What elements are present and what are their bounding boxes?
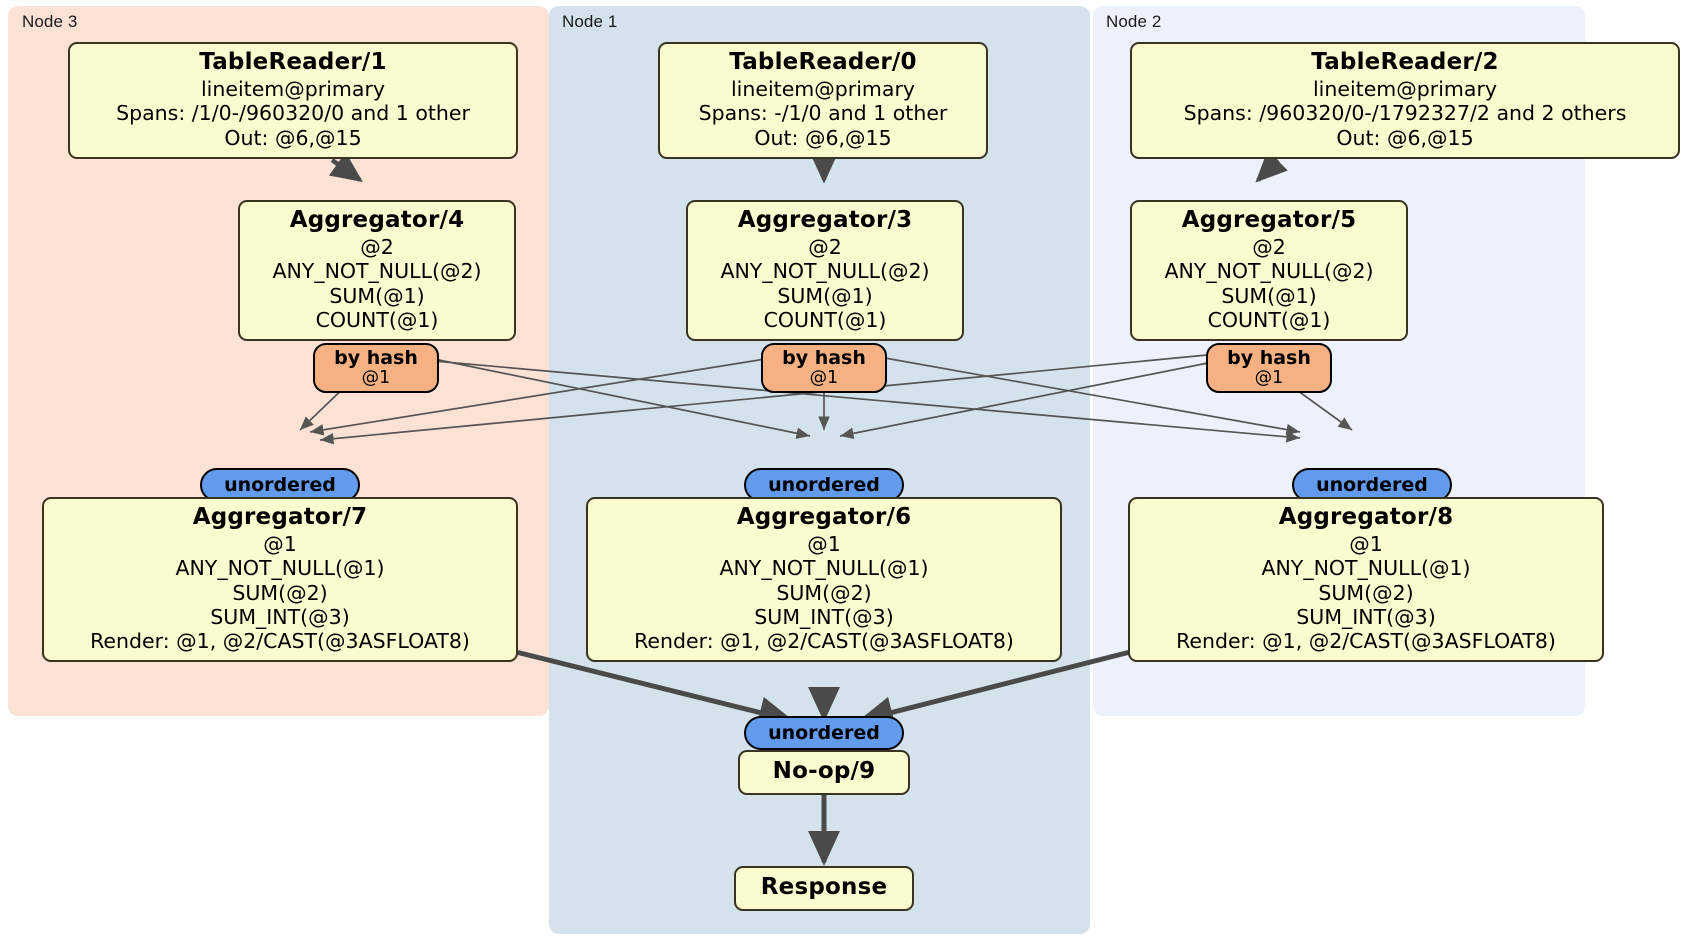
panel-label-node3: Node 3 (22, 12, 78, 31)
processor-line: COUNT(@1) (763, 307, 887, 332)
processor-line: lineitem@primary (730, 77, 916, 102)
processor-aggregator-6[interactable]: Aggregator/6 @1 ANY_NOT_NULL(@1) SUM(@2)… (586, 497, 1062, 663)
processor-line: @2 (360, 235, 394, 260)
processor-title: TableReader/1 (199, 49, 387, 75)
processor-line: ANY_NOT_NULL(@1) (719, 556, 929, 581)
processor-line: @1 (1349, 532, 1383, 557)
processor-tablereader-1[interactable]: TableReader/1 lineitem@primary Spans: /1… (68, 42, 518, 159)
processor-line: SUM_INT(@3) (754, 604, 894, 629)
processor-line: Render: @1, @2/CAST(@3ASFLOAT8) (90, 628, 470, 653)
processor-line: Out: @6,@15 (754, 125, 892, 150)
processor-line: @2 (808, 235, 842, 260)
processor-noop-9[interactable]: No-op/9 (738, 750, 910, 796)
router-label: by hash (334, 347, 418, 369)
processor-title: Aggregator/8 (1278, 504, 1454, 530)
processor-tablereader-2[interactable]: TableReader/2 lineitem@primary Spans: /9… (1130, 42, 1680, 159)
processor-line: SUM(@1) (777, 283, 873, 308)
processor-title: Aggregator/4 (289, 207, 465, 233)
processor-title: Aggregator/5 (1181, 207, 1357, 233)
processor-line: Spans: -/1/0 and 1 other (698, 101, 948, 126)
processor-title: Aggregator/6 (736, 504, 912, 530)
processor-line: lineitem@primary (200, 77, 386, 102)
processor-line: SUM_INT(@3) (1296, 604, 1436, 629)
processor-line: COUNT(@1) (315, 307, 439, 332)
synchronizer-unordered-final[interactable]: unordered (744, 716, 904, 750)
processor-title: Aggregator/3 (737, 207, 913, 233)
processor-line: @1 (263, 532, 297, 557)
router-label: by hash (782, 347, 866, 369)
processor-tablereader-0[interactable]: TableReader/0 lineitem@primary Spans: -/… (658, 42, 988, 159)
processor-title: Aggregator/7 (192, 504, 368, 530)
processor-line: ANY_NOT_NULL(@2) (1164, 259, 1374, 284)
processor-line: Spans: /1/0-/960320/0 and 1 other (116, 101, 470, 126)
panel-label-node2: Node 2 (1106, 12, 1162, 31)
processor-line: SUM(@1) (329, 283, 425, 308)
router-detail: @1 (809, 367, 839, 388)
processor-line: @2 (1252, 235, 1286, 260)
processor-title: Response (760, 874, 888, 900)
router-detail: @1 (361, 367, 391, 388)
processor-line: ANY_NOT_NULL(@2) (720, 259, 930, 284)
processor-line: ANY_NOT_NULL(@1) (1261, 556, 1471, 581)
processor-line: Out: @6,@15 (1336, 125, 1474, 150)
router-by-hash-middle[interactable]: by hash @1 (761, 343, 887, 393)
processor-line: COUNT(@1) (1207, 307, 1331, 332)
processor-title: TableReader/2 (1311, 49, 1499, 75)
processor-response[interactable]: Response (734, 866, 914, 912)
processor-line: ANY_NOT_NULL(@1) (175, 556, 385, 581)
processor-title: TableReader/0 (729, 49, 917, 75)
processor-line: Render: @1, @2/CAST(@3ASFLOAT8) (1176, 628, 1556, 653)
processor-aggregator-3[interactable]: Aggregator/3 @2 ANY_NOT_NULL(@2) SUM(@1)… (686, 200, 964, 341)
processor-line: SUM_INT(@3) (210, 604, 350, 629)
processor-line: SUM(@1) (1221, 283, 1317, 308)
processor-line: @1 (807, 532, 841, 557)
router-label: by hash (1227, 347, 1311, 369)
processor-line: Spans: /960320/0-/1792327/2 and 2 others (1183, 101, 1627, 126)
router-by-hash-left[interactable]: by hash @1 (313, 343, 439, 393)
processor-line: ANY_NOT_NULL(@2) (272, 259, 482, 284)
processor-title: No-op/9 (772, 758, 876, 784)
processor-line: Out: @6,@15 (224, 125, 362, 150)
panel-label-node1: Node 1 (562, 12, 618, 31)
processor-line: lineitem@primary (1312, 77, 1498, 102)
processor-line: Render: @1, @2/CAST(@3ASFLOAT8) (634, 628, 1014, 653)
processor-line: SUM(@2) (232, 580, 328, 605)
router-detail: @1 (1254, 367, 1284, 388)
processor-aggregator-4[interactable]: Aggregator/4 @2 ANY_NOT_NULL(@2) SUM(@1)… (238, 200, 516, 341)
processor-aggregator-7[interactable]: Aggregator/7 @1 ANY_NOT_NULL(@1) SUM(@2)… (42, 497, 518, 663)
processor-aggregator-8[interactable]: Aggregator/8 @1 ANY_NOT_NULL(@1) SUM(@2)… (1128, 497, 1604, 663)
processor-aggregator-5[interactable]: Aggregator/5 @2 ANY_NOT_NULL(@2) SUM(@1)… (1130, 200, 1408, 341)
router-by-hash-right[interactable]: by hash @1 (1206, 343, 1332, 393)
processor-line: SUM(@2) (1318, 580, 1414, 605)
processor-line: SUM(@2) (776, 580, 872, 605)
